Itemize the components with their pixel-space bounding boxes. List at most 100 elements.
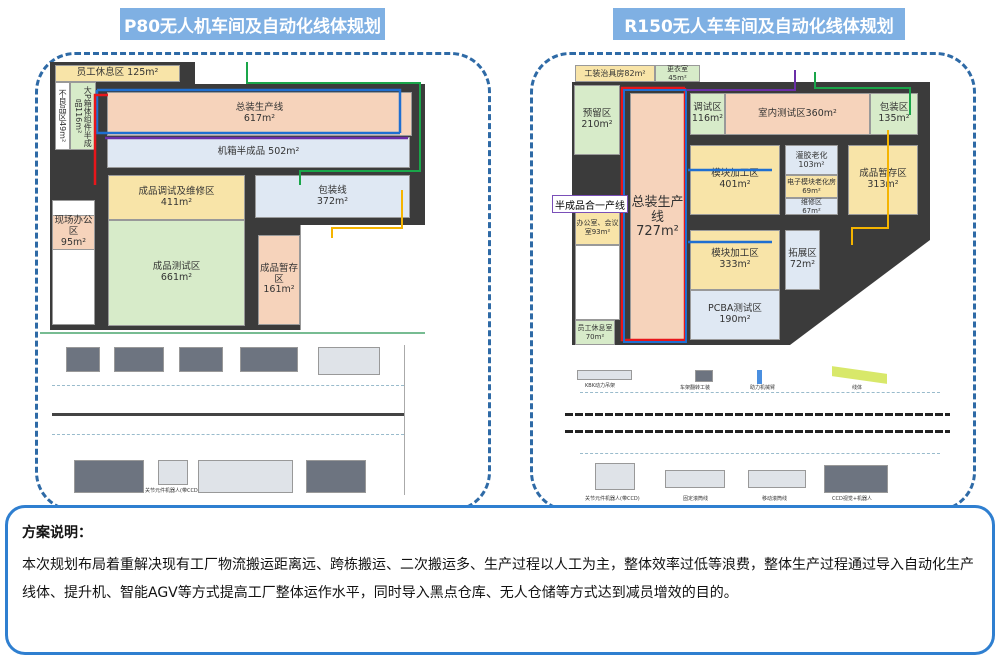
bottom-caption: CCD视觉+机器人 <box>832 496 873 502</box>
zone-area: 727m² <box>636 224 679 240</box>
bottom-caption: 固定滚筒线 <box>683 496 709 502</box>
zone-label: 维修区 <box>801 198 822 207</box>
description-box: 方案说明： 本次规划布局着重解决现有工厂物流搬运距离远、跨栋搬运、二次搬运多、生… <box>5 505 995 655</box>
fixture-photo <box>695 370 713 382</box>
zone-area: 103m² <box>798 160 825 169</box>
road-area <box>300 225 425 330</box>
zone-aging: 电子模块老化房69m² <box>785 175 838 198</box>
mobile-roller-render <box>748 470 806 488</box>
left-flow-arrows <box>40 62 425 334</box>
zone-label: 更衣室 <box>667 65 688 74</box>
conveyor-line-1 <box>565 413 950 416</box>
zone-label: 成品调试及维修区 <box>138 185 215 197</box>
semi-line-label: 半成品合一产线 <box>552 195 628 213</box>
zone-label: 员工休息区 125m² <box>76 67 159 79</box>
zone-area: 190m² <box>719 314 751 325</box>
station-photo <box>179 347 223 372</box>
joint-robot-caption: 关节元件机器人(带CCD) <box>145 488 200 494</box>
zone-area: 411m² <box>160 196 193 208</box>
left-title: P80无人机车间及自动化线体规划 <box>120 8 385 40</box>
zone-area: 661m² <box>160 272 193 283</box>
top-caption: 助力机械臂 <box>750 385 776 391</box>
kbk-render <box>577 370 632 380</box>
zone-label: 员工休息室 <box>577 324 613 333</box>
zone-label: 办公室、会议室93m² <box>576 219 619 236</box>
top-caption: 车架翻转工装 <box>680 385 711 391</box>
assist-arm-icon <box>757 370 762 384</box>
right-flow-arrows <box>620 70 911 343</box>
zone-label: 包装区 <box>879 102 909 114</box>
zone-label: 电子模块老化房69m² <box>787 178 836 195</box>
station-labels <box>580 392 940 454</box>
zone-area: 45m² <box>668 73 687 82</box>
description-body: 本次规划布局着重解决现有工厂物流搬运距离远、跨栋搬运、二次搬运多、生产过程以人工… <box>22 557 974 601</box>
zone-label: 总装生产线 <box>631 194 684 225</box>
zone-area: 67m² <box>802 206 821 215</box>
zone-label: 室内测试区360m² <box>758 107 837 119</box>
right-title: R150无人车车间及自动化线体规划 <box>613 8 905 40</box>
road-cut <box>0 0 1000 360</box>
zone-label: 现场办公区 <box>54 215 93 238</box>
line-render <box>198 460 293 493</box>
zone-label: 不良品区49m² <box>58 89 68 143</box>
zone-area: 116m² <box>691 113 724 124</box>
robot-cell-photo <box>240 347 298 372</box>
zone-label: 大P箱体组件半成品116m² <box>74 85 93 147</box>
conveyor-line-2 <box>565 430 950 433</box>
bottom-caption: 移动滚筒线 <box>762 496 788 502</box>
zone-area: 617m² <box>243 113 276 124</box>
zone-label: 灌胶老化 <box>795 150 828 160</box>
ccd-robot-photo <box>824 465 888 493</box>
zone-area: 70m² <box>585 332 605 341</box>
zone-label: 预留区 <box>582 108 612 120</box>
zone-rest: 员工休息区 125m² <box>55 65 180 82</box>
joint-robot-render <box>158 460 188 485</box>
zone-area: 161m² <box>263 284 295 296</box>
zone-area: 372m² <box>316 195 349 207</box>
description-heading: 方案说明： <box>22 525 92 541</box>
robot-photo <box>66 347 100 372</box>
zone-label: 模块加工区 <box>711 248 759 260</box>
zone-area: 313m² <box>867 179 899 190</box>
zone-label: 工装治具房82m² <box>584 68 646 78</box>
rack-render <box>318 347 380 375</box>
joint-robot-render <box>595 463 635 490</box>
zone-label: 成品暂存区 <box>859 168 907 180</box>
zone-area: 95m² <box>60 236 87 248</box>
zone-area: 401m² <box>719 179 751 190</box>
zone-label: PCBA测试区 <box>708 303 762 315</box>
top-caption: KBK动力吊架 <box>585 383 615 389</box>
zone-label: 调试区 <box>693 102 722 114</box>
zone-label: 包装线 <box>318 184 347 196</box>
zone-fixture: 工装治具房82m² <box>575 65 655 82</box>
divider <box>404 345 405 495</box>
top-caption: 线体 <box>852 385 863 391</box>
equipment-row <box>195 62 425 84</box>
zone-label: 成品测试区 <box>152 261 201 273</box>
zone-area: 72m² <box>789 259 816 270</box>
zone-label: 成品暂存区 <box>259 262 298 285</box>
station-labels <box>52 385 404 435</box>
equipment-row <box>712 62 930 82</box>
zone-label: 总装生产线 <box>235 102 284 114</box>
equipment-block <box>575 245 620 320</box>
zone-defect: 不良品区49m² <box>55 82 70 150</box>
conveyor-line <box>52 413 404 416</box>
line-photo <box>114 347 164 372</box>
